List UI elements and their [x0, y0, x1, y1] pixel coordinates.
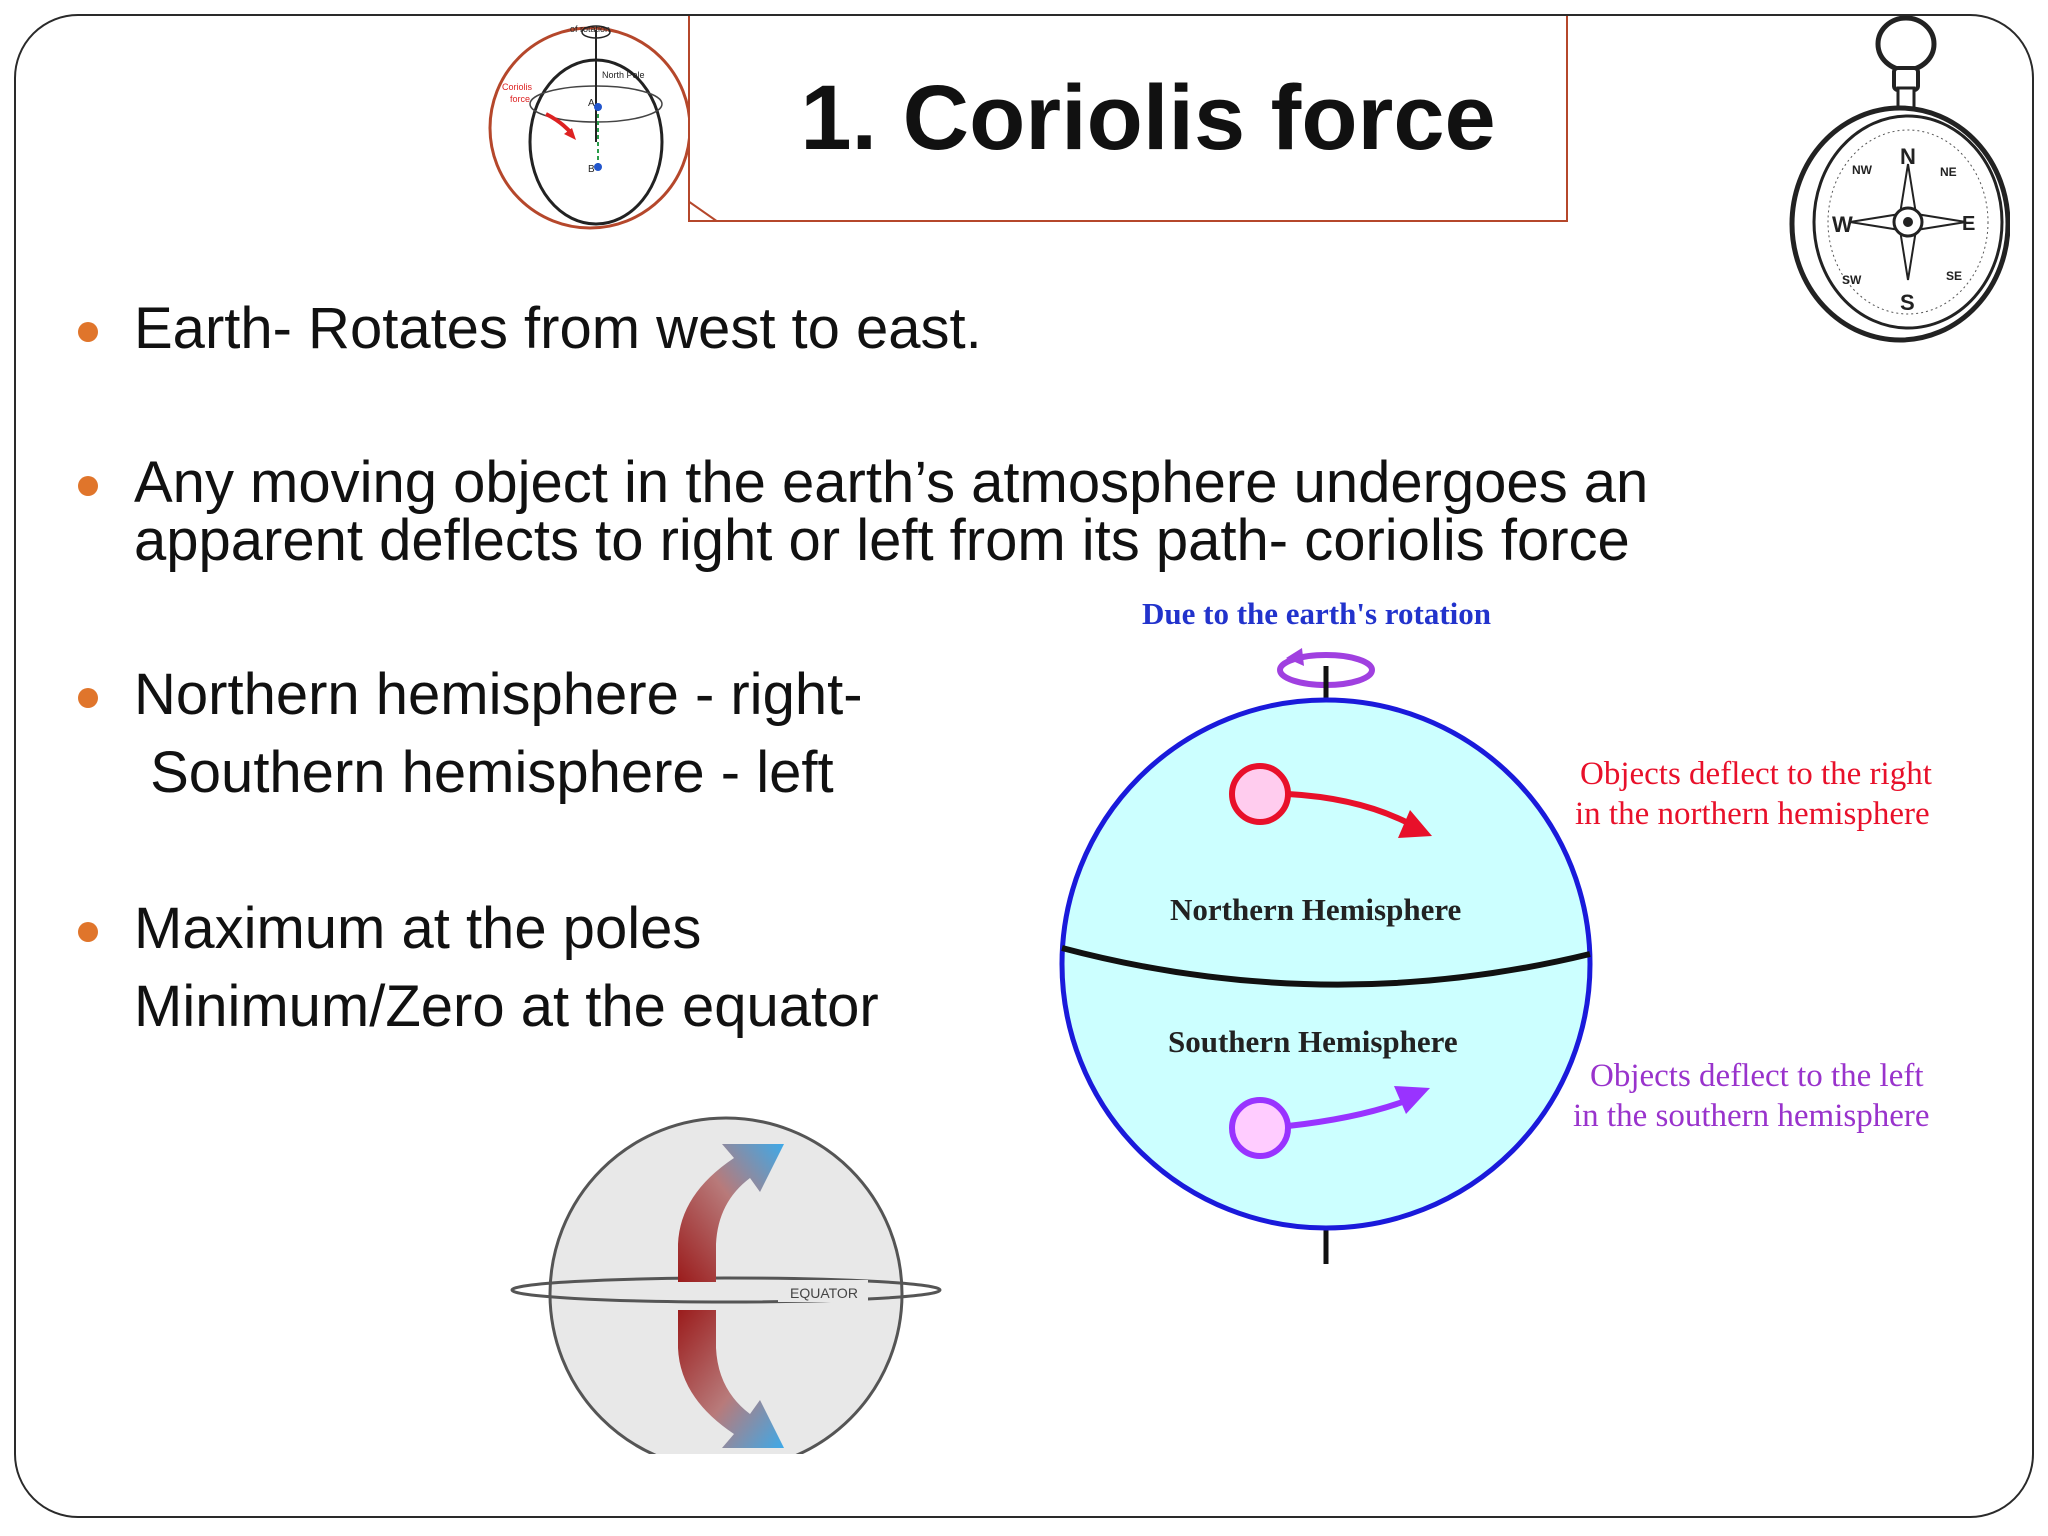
compass-w: W: [1832, 212, 1853, 237]
northern-hemisphere-label: Northern Hemisphere: [1170, 892, 1461, 927]
bullet-dot: [78, 476, 98, 496]
bullet-line: Maximum at the poles: [134, 896, 702, 961]
bullet-line: Southern hemisphere - left: [134, 740, 834, 805]
southern-hemisphere-label: Southern Hemisphere: [1168, 1024, 1458, 1059]
northern-note-line-1: Objects deflect to the right: [1580, 756, 1932, 792]
point-a-label: A: [588, 98, 595, 109]
southern-note-line-1: Objects deflect to the left: [1590, 1058, 1924, 1094]
north-pole-label: North Pole: [602, 70, 645, 80]
equator-line: [1061, 945, 1591, 988]
northward-deflection-arrow: [678, 1144, 784, 1282]
page-title: 1. Coriolis force: [800, 66, 1496, 169]
compass-n: N: [1900, 144, 1916, 169]
bullet-line: Earth- Rotates from west to east.: [134, 296, 982, 361]
coriolis-force-label: Coriolis: [502, 82, 533, 92]
bullet-line: apparent deflects to right or left from …: [134, 508, 1630, 573]
southern-object: [1229, 1097, 1291, 1159]
southern-deflection-arrow: [1394, 1086, 1430, 1114]
bullet-dot: [78, 322, 98, 342]
bullet-line: Minimum/Zero at the equator: [134, 974, 879, 1039]
point-b-label: B: [588, 164, 595, 175]
northern-object: [1229, 763, 1291, 825]
compass-se: SE: [1946, 269, 1962, 283]
southern-note-line-2: in the southern hemisphere: [1573, 1098, 1930, 1134]
northern-deflection-arrow: [1398, 810, 1432, 838]
coriolis-force-label-2: force: [510, 94, 530, 104]
bullet-dot: [78, 688, 98, 708]
rotation-caption: Due to the earth's rotation: [1142, 596, 1491, 631]
southward-deflection-arrow: [678, 1310, 784, 1448]
bullet-dot: [78, 922, 98, 942]
compass-figure: N S E W NE NW SE SW: [1786, 14, 2011, 344]
equator-label: EQUATOR: [790, 1285, 858, 1301]
small-globe-figure: of rotation North Pole Coriolis force A …: [484, 22, 696, 234]
compass-s: S: [1900, 290, 1915, 315]
bullet-line: Any moving object in the earth’s atmosph…: [134, 450, 1649, 515]
hemisphere-diagram: Due to the earth's rotation Northern Hem…: [1040, 588, 2030, 1280]
bullet-line: Northern hemisphere - right-: [134, 662, 863, 727]
compass-nw: NW: [1852, 163, 1873, 177]
compass-sw: SW: [1842, 273, 1862, 287]
equator-globe-figure: EQUATOR: [508, 1104, 948, 1472]
compass-e: E: [1962, 213, 1975, 235]
title-box: 1. Coriolis force: [688, 16, 1568, 222]
rotation-label: of rotation: [570, 24, 610, 34]
slide-frame: [14, 14, 2034, 1518]
earth-globe: [1059, 697, 1593, 1231]
northern-note-line-2: in the northern hemisphere: [1575, 796, 1930, 832]
compass-ne: NE: [1940, 165, 1957, 179]
